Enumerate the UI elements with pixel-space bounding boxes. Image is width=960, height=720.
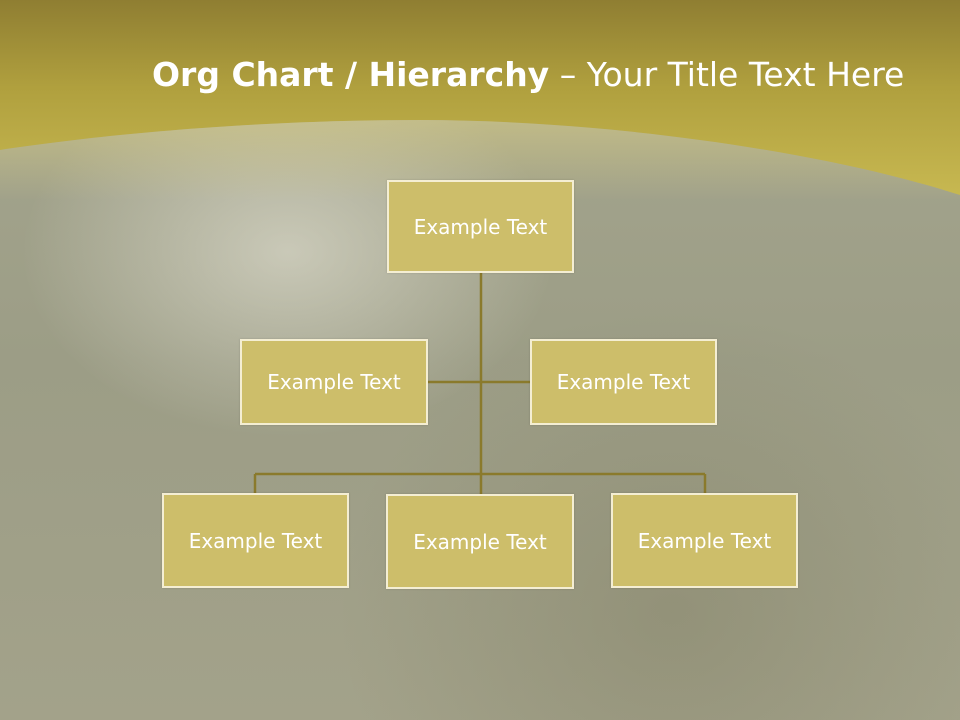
org-box-root[interactable]: Example Text (387, 180, 574, 273)
org-box-assistant-left[interactable]: Example Text (240, 339, 428, 425)
title-light: Your Title Text Here (586, 55, 905, 94)
org-box-assistant-right[interactable]: Example Text (530, 339, 717, 425)
header-veil (0, 120, 960, 200)
org-box-subordinate-3[interactable]: Example Text (611, 493, 798, 588)
title-separator: – (559, 55, 577, 94)
org-box-subordinate-1[interactable]: Example Text (162, 493, 349, 588)
header-gold-shape (0, 0, 960, 195)
slide-title: Org Chart / Hierarchy – Your Title Text … (152, 52, 942, 98)
header-band (0, 0, 960, 200)
title-bold: Org Chart / Hierarchy (152, 55, 550, 94)
org-box-subordinate-2[interactable]: Example Text (386, 494, 574, 589)
